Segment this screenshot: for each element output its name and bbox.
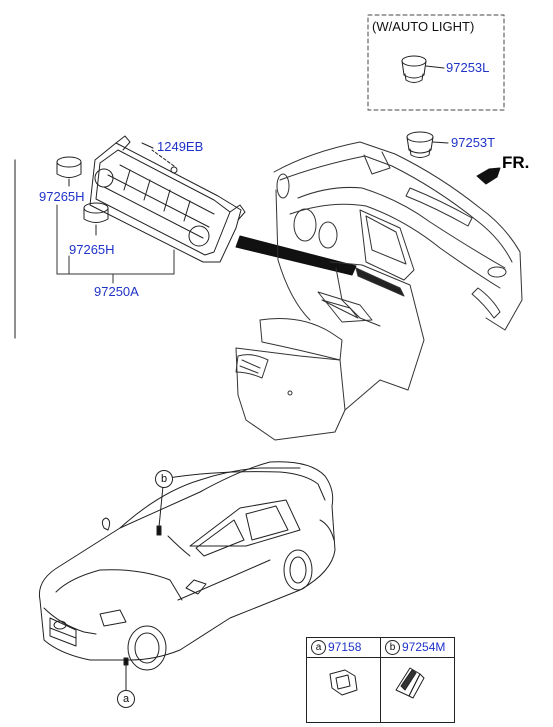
legend-ref-b: b — [385, 640, 400, 655]
knob-lower-drawing — [83, 202, 109, 236]
callout-b[interactable]: b — [155, 470, 173, 488]
part-97250A-label[interactable]: 97250A — [94, 284, 139, 299]
front-direction-label: FR. — [502, 153, 530, 172]
legend-header-a: a 97158 — [307, 638, 380, 658]
legend-cell-a: a 97158 — [307, 638, 380, 722]
location-wedge — [235, 235, 357, 276]
legend-divider — [380, 638, 381, 722]
legend-header-b: b 97254M — [381, 638, 454, 658]
part-97253T-label[interactable]: 97253T — [451, 135, 496, 150]
front-arrow — [476, 167, 501, 185]
legend-part-97158[interactable]: 97158 — [328, 640, 362, 654]
knob-upper-drawing — [56, 156, 82, 187]
legend-ref-a: a — [311, 640, 326, 655]
dashboard-drawing — [235, 141, 523, 441]
legend-cell-b: b 97254M — [381, 638, 454, 722]
option-dashed-box — [367, 14, 505, 111]
part-97253L-label[interactable]: 97253L — [446, 60, 490, 75]
part-1249EB-label[interactable]: 1249EB — [157, 139, 204, 154]
auto-light-option-label: (W/AUTO LIGHT) — [372, 19, 475, 34]
part-97265H-lower-label[interactable]: 97265H — [69, 242, 115, 257]
part-97158-sketch — [329, 669, 358, 696]
assembly-bracket — [56, 204, 175, 284]
callout-a[interactable]: a — [117, 690, 135, 708]
part-97254M-sketch — [395, 667, 425, 699]
part-97265H-upper-label[interactable]: 97265H — [39, 189, 85, 204]
climate-panel-drawing — [89, 135, 246, 263]
parts-legend-table: a 97158 b 97254M — [306, 637, 455, 723]
sensor-97253T-drawing — [406, 131, 449, 158]
car-drawing — [38, 461, 336, 692]
legend-part-97254M[interactable]: 97254M — [402, 640, 446, 654]
sensor-97253L-drawing — [401, 55, 445, 83]
